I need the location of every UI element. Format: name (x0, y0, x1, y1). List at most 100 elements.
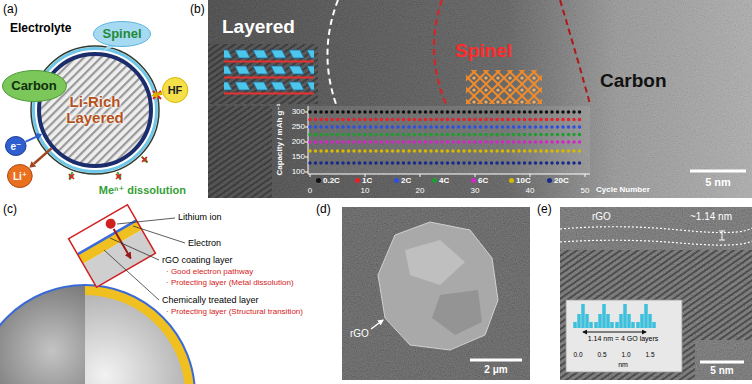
panel-e-hrtem-image-part (560, 227, 752, 233)
rate-capability-chart (305, 106, 590, 177)
panel-b-tem-image-part (560, 0, 590, 104)
panel-letter: (c) (3, 203, 17, 217)
annotation: · Good electron pathway (166, 267, 253, 276)
arrow-head (29, 161, 36, 168)
legend-text: 20C (554, 176, 569, 185)
node-outline-shape (2, 71, 66, 102)
panel-d-sem-image-part (342, 207, 530, 380)
panel-d-sem-image-part (342, 207, 530, 380)
annotation: rGO (592, 211, 611, 223)
panel-e-hrtem-image-part (575, 304, 654, 328)
panel-b-tem-image-part (466, 70, 542, 104)
lithium-ion-circle: Li⁺ (7, 164, 33, 188)
connector (29, 148, 51, 167)
panel-a-art-part (31, 46, 159, 174)
node-outline-shape (6, 137, 27, 156)
legend-text: 6C (478, 176, 488, 185)
tick-label: 10 (361, 186, 370, 195)
tick-label: 1.0 (621, 351, 630, 358)
legend-text: 10C (516, 176, 531, 185)
panel-letter: (a) (3, 3, 18, 17)
legend-item: 0.2C (316, 176, 340, 185)
panel-b-tem-image-part (208, 0, 752, 198)
axis-title: Capacity / mAh g⁻¹ (275, 104, 284, 176)
tick-label: 300 (292, 107, 305, 116)
carbon-bubble: Carbon (2, 70, 67, 102)
legend-swatch (547, 178, 552, 183)
panel-c-sphere-part-part (104, 217, 118, 231)
region-label: Spinel (455, 40, 512, 62)
region-label: Carbon (600, 70, 667, 92)
panel-d-sem-image-part (405, 240, 465, 285)
panel-d-sem-image-part (470, 359, 522, 362)
tick-label: 0.0 (573, 351, 582, 358)
legend-item: 4C (432, 176, 449, 185)
panel-b-tem-image-part (690, 170, 746, 173)
panel-c-sphere-part (69, 205, 156, 287)
panel-b-tem-image-part (208, 0, 752, 198)
tick-label: 250 (292, 122, 305, 131)
panel-a-art (31, 44, 161, 180)
panel-letter: (e) (537, 203, 552, 217)
legend-swatch (432, 178, 437, 183)
node-outline-shape (39, 54, 151, 166)
tick-label: 0 (308, 186, 312, 195)
legend-swatch (471, 178, 476, 183)
rate-capability-chart-part (310, 110, 585, 114)
panel-c-sphere-part-part (83, 230, 155, 287)
panel-b-tem-image-part (208, 106, 272, 198)
annotation: 1.14 nm = 4 GO layers (588, 335, 659, 343)
panel-b-tem-image-part (327, 0, 338, 104)
panel-c-sphere-part-part (69, 205, 156, 287)
arrow-head (35, 133, 42, 139)
panel-e-hrtem-image-part (560, 207, 752, 380)
legend-item: 2C (394, 176, 411, 185)
rate-capability-chart-part (305, 112, 585, 177)
annotation: · Protecting layer (Structural transitio… (166, 307, 303, 316)
legend-text: 4C (439, 176, 449, 185)
region-label: Layered (222, 16, 295, 38)
annotation: Lithium ion (178, 212, 222, 222)
tick-label: 150 (292, 152, 305, 161)
panel-e-hrtem-image (560, 207, 752, 380)
electron-circle: e⁻ (5, 136, 27, 156)
panel-e-hrtem-image-part (719, 231, 725, 240)
connector-line (157, 93, 162, 94)
tick-label: 20 (416, 186, 425, 195)
panel-d-sem-image (342, 207, 530, 380)
legend-text: 2C (401, 176, 411, 185)
panel-c-sphere-part-part (69, 205, 156, 287)
axis-title: Cycle Number (596, 185, 650, 194)
node-text: e⁻ (11, 141, 22, 152)
rate-capability-chart-part (308, 106, 590, 174)
panel-e-hrtem-image-part (566, 300, 682, 372)
annotation: Chemically treated layer (162, 295, 259, 305)
tick-label: 50 (581, 186, 590, 195)
legend-text: 0.2C (323, 176, 340, 185)
rate-capability-chart-part (310, 118, 585, 122)
scale-label: 5 nm (705, 176, 731, 189)
panel-letter: (d) (316, 203, 331, 217)
node-text: Li⁺ (13, 171, 27, 182)
hf-bubble: HF (162, 77, 188, 103)
rate-capability-chart-part (310, 125, 585, 129)
node-outline-shape (162, 78, 187, 103)
legend-item: 1C (355, 176, 372, 185)
axis-title: nm (618, 361, 628, 369)
connector (26, 133, 43, 141)
region-label: Electrolyte (10, 22, 71, 36)
legend-item: 10C (509, 176, 531, 185)
scale-label: 5 nm (710, 365, 733, 377)
spinel-bubble: Spinel (93, 21, 151, 47)
rate-capability-chart-part (310, 149, 585, 153)
particle-circle: Li-Rich Layered (37, 52, 153, 168)
legend-swatch (509, 178, 514, 183)
connector (151, 91, 162, 98)
annotation: rGO coating layer (162, 255, 233, 265)
panel-d-sem-image-part (378, 222, 498, 350)
legend-item: 20C (547, 176, 569, 185)
annotation: · Protecting layer (Metal dissolution) (166, 278, 294, 287)
node-text: Carbon (11, 79, 57, 93)
